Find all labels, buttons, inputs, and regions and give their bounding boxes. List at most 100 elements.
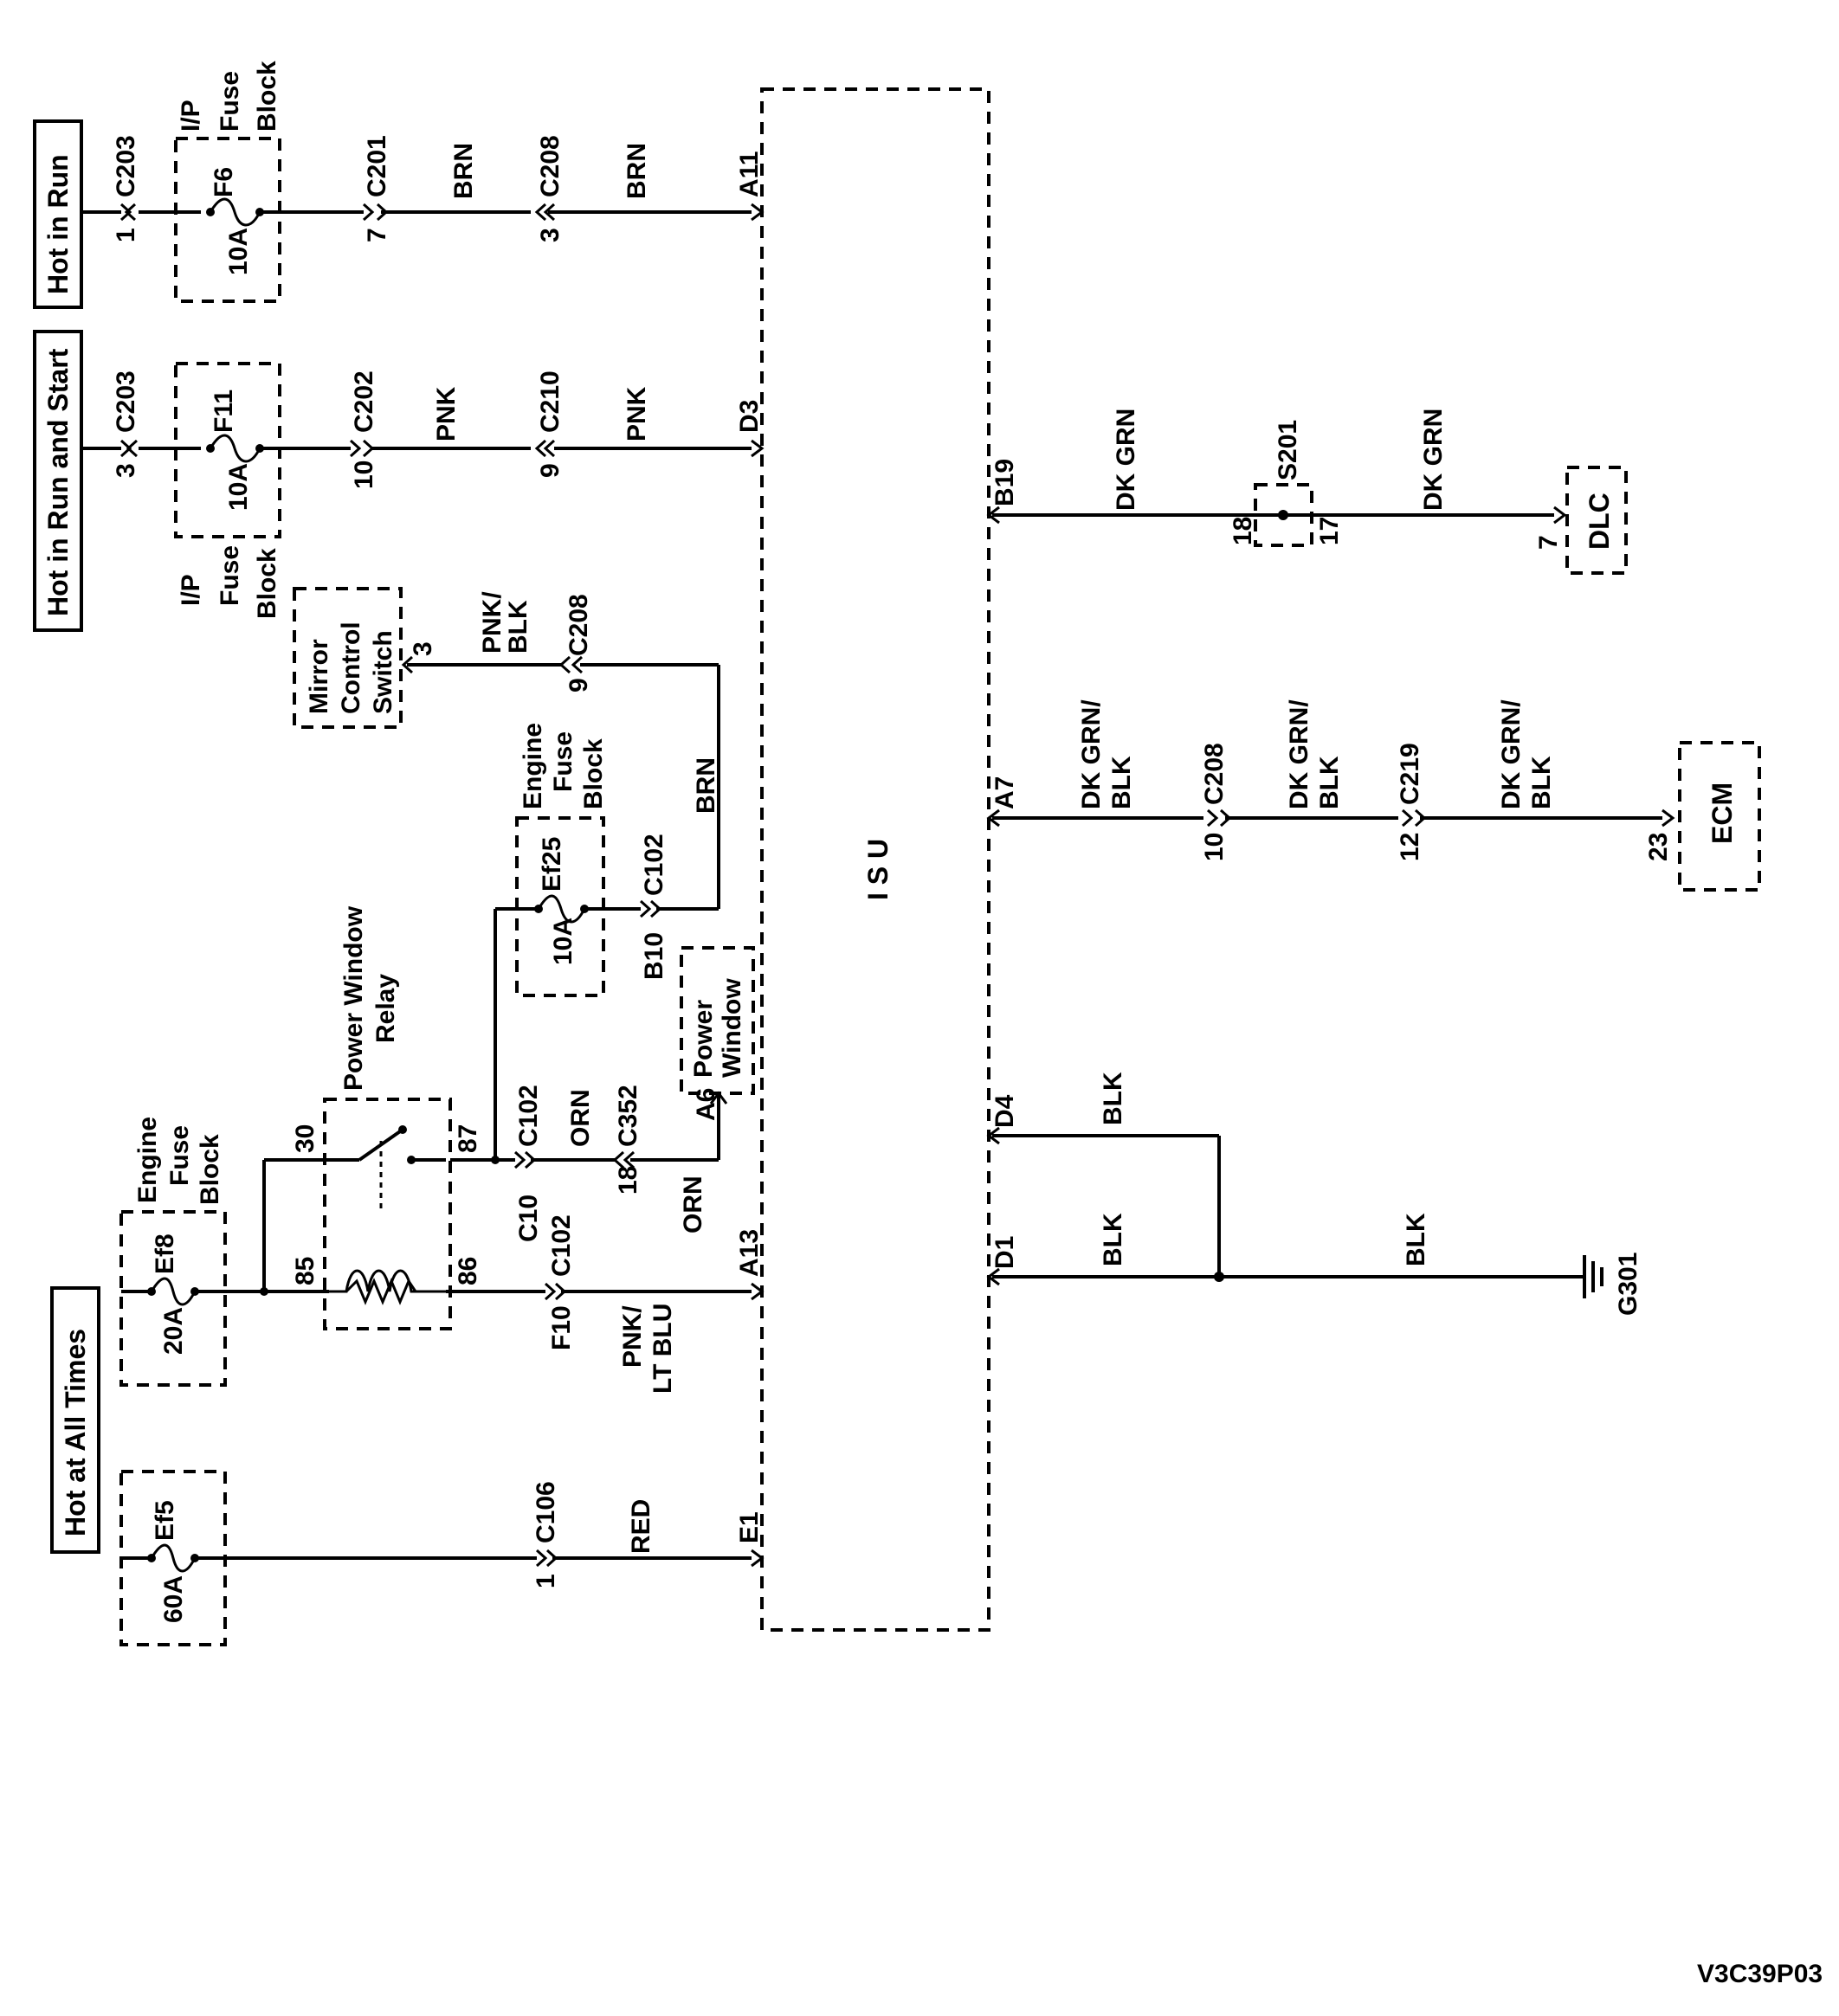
mirror-control-switch: Mirror Control Switch 3 PNK/ BLK 9 C208 … xyxy=(293,587,720,909)
svg-text:Fuse: Fuse xyxy=(216,545,244,606)
svg-text:Power: Power xyxy=(689,1000,718,1078)
svg-text:Hot in Run and Start: Hot in Run and Start xyxy=(42,348,74,616)
svg-text:1: 1 xyxy=(532,1574,560,1588)
svg-text:12: 12 xyxy=(1396,833,1424,861)
splice-s201-box xyxy=(1254,483,1313,547)
svg-text:60A: 60A xyxy=(159,1575,188,1623)
svg-text:PNK/: PNK/ xyxy=(478,591,507,654)
fuse-f11-symbol xyxy=(209,434,261,463)
svg-text:A13: A13 xyxy=(735,1229,764,1277)
svg-text:7: 7 xyxy=(1534,535,1563,550)
svg-text:Block: Block xyxy=(253,548,281,619)
power-label-hot-at-all-times: Hot at All Times xyxy=(50,1286,100,1554)
svg-text:D4: D4 xyxy=(990,1094,1019,1128)
svg-text:BLK: BLK xyxy=(1107,756,1136,809)
circuit-hot-in-run-and-start: 3 C203 F11 10A I/P Fuse Block 10 C202 PN… xyxy=(81,362,765,619)
svg-text:B19: B19 xyxy=(990,459,1019,506)
svg-text:ORN: ORN xyxy=(566,1089,595,1147)
svg-text:C102: C102 xyxy=(514,1085,543,1147)
svg-text:Relay: Relay xyxy=(371,974,400,1043)
power-window-relay: Power Window Relay 30 85 86 87 xyxy=(291,905,482,1330)
svg-text:PNK: PNK xyxy=(432,386,461,441)
svg-text:Switch: Switch xyxy=(369,630,397,714)
svg-text:BLK: BLK xyxy=(1099,1072,1127,1125)
relay-output-circuit: C10 C102 ORN 18 C352 ORN A6 Power Window xyxy=(450,946,755,1242)
svg-text:Hot in Run: Hot in Run xyxy=(42,154,74,294)
svg-text:C202: C202 xyxy=(350,370,378,433)
ef8-circuit: Engine Fuse Block Ef8 20A F10 C102 PNK/ … xyxy=(119,1117,765,1394)
svg-text:Ef5: Ef5 xyxy=(151,1500,179,1541)
circuit-dlc: B19 DK GRN S201 18 17 DK GRN 7 DLC xyxy=(986,409,1628,575)
ef25-circuit: Engine Fuse Block Ef25 10A B10 C102 xyxy=(494,723,719,1160)
svg-text:Fuse: Fuse xyxy=(165,1125,194,1186)
svg-text:Power Window: Power Window xyxy=(339,905,368,1091)
svg-text:BLK: BLK xyxy=(1402,1213,1430,1266)
svg-text:A7: A7 xyxy=(990,776,1019,809)
power-window-box xyxy=(680,946,755,1095)
svg-text:C208: C208 xyxy=(565,594,593,656)
splice-s201-dot xyxy=(1278,510,1288,520)
svg-text:10: 10 xyxy=(1200,833,1229,861)
svg-text:C219: C219 xyxy=(1396,743,1424,805)
engine-fuse-block-ef25 xyxy=(515,816,605,997)
svg-text:B10: B10 xyxy=(640,932,668,980)
svg-text:Control: Control xyxy=(337,622,365,714)
svg-text:86: 86 xyxy=(454,1257,482,1285)
circuit-ecm: A7 DK GRN/ BLK 10 C208 DK GRN/ BLK 12 C2… xyxy=(986,699,1761,892)
svg-text:Block: Block xyxy=(196,1134,224,1205)
svg-text:1: 1 xyxy=(112,228,140,242)
isu-module: I S U xyxy=(760,87,990,1632)
svg-text:C102: C102 xyxy=(640,834,668,896)
svg-text:30: 30 xyxy=(291,1124,319,1153)
svg-text:PNK: PNK xyxy=(623,386,651,441)
svg-text:ECM: ECM xyxy=(1707,783,1738,844)
svg-text:7: 7 xyxy=(363,228,391,242)
svg-text:S201: S201 xyxy=(1274,420,1302,480)
svg-text:DK GRN/: DK GRN/ xyxy=(1077,699,1106,809)
power-label-hot-in-run-and-start: Hot in Run and Start xyxy=(33,330,83,632)
svg-text:C102: C102 xyxy=(547,1214,576,1277)
svg-text:Fuse: Fuse xyxy=(216,71,244,132)
svg-text:3: 3 xyxy=(112,463,140,478)
svg-text:DK GRN/: DK GRN/ xyxy=(1285,699,1313,809)
svg-text:C203: C203 xyxy=(112,370,140,433)
svg-text:BLK: BLK xyxy=(1315,756,1344,809)
svg-text:BRN: BRN xyxy=(623,143,651,199)
svg-text:BLK: BLK xyxy=(1099,1213,1127,1266)
svg-text:Ef25: Ef25 xyxy=(538,837,566,892)
svg-text:18: 18 xyxy=(1229,517,1257,545)
svg-text:RED: RED xyxy=(627,1499,655,1554)
svg-text:17: 17 xyxy=(1315,517,1344,545)
svg-text:PNK/: PNK/ xyxy=(618,1305,647,1368)
svg-text:10A: 10A xyxy=(549,918,578,965)
svg-text:20A: 20A xyxy=(159,1307,188,1355)
svg-text:10A: 10A xyxy=(224,463,253,511)
svg-text:10A: 10A xyxy=(224,228,253,275)
svg-text:ORN: ORN xyxy=(679,1175,707,1233)
svg-text:Block: Block xyxy=(253,61,281,132)
svg-text:F6: F6 xyxy=(210,167,238,197)
svg-text:DK GRN: DK GRN xyxy=(1419,409,1448,511)
svg-text:Ef8: Ef8 xyxy=(151,1233,179,1274)
engine-fuse-block-ef8 xyxy=(119,1210,227,1387)
circuit-hot-in-run: 1 C203 F6 10A I/P Fuse Block 7 C201 BRN … xyxy=(81,61,765,303)
circuit-ground: D4 BLK D1 BLK BLK G301 xyxy=(986,1072,1642,1316)
svg-text:C10: C10 xyxy=(514,1195,543,1242)
svg-text:Hot at All Times: Hot at All Times xyxy=(60,1329,91,1536)
ground-symbol xyxy=(1583,1255,1603,1298)
svg-text:Block: Block xyxy=(579,738,608,809)
svg-text:F10: F10 xyxy=(547,1305,576,1350)
svg-text:C203: C203 xyxy=(112,135,140,197)
svg-text:D1: D1 xyxy=(990,1236,1019,1269)
ip-fuse-block-f6 xyxy=(174,137,281,303)
svg-text:E1: E1 xyxy=(735,1511,764,1543)
svg-text:3: 3 xyxy=(409,641,437,656)
fuse-f6-symbol xyxy=(209,197,261,227)
svg-text:I/P: I/P xyxy=(177,100,205,132)
svg-text:BLK: BLK xyxy=(504,600,532,654)
svg-text:G301: G301 xyxy=(1614,1253,1642,1316)
svg-text:F11: F11 xyxy=(210,390,238,433)
svg-text:C106: C106 xyxy=(532,1481,560,1543)
svg-text:DLC: DLC xyxy=(1584,493,1615,550)
svg-text:BRN: BRN xyxy=(449,143,478,199)
